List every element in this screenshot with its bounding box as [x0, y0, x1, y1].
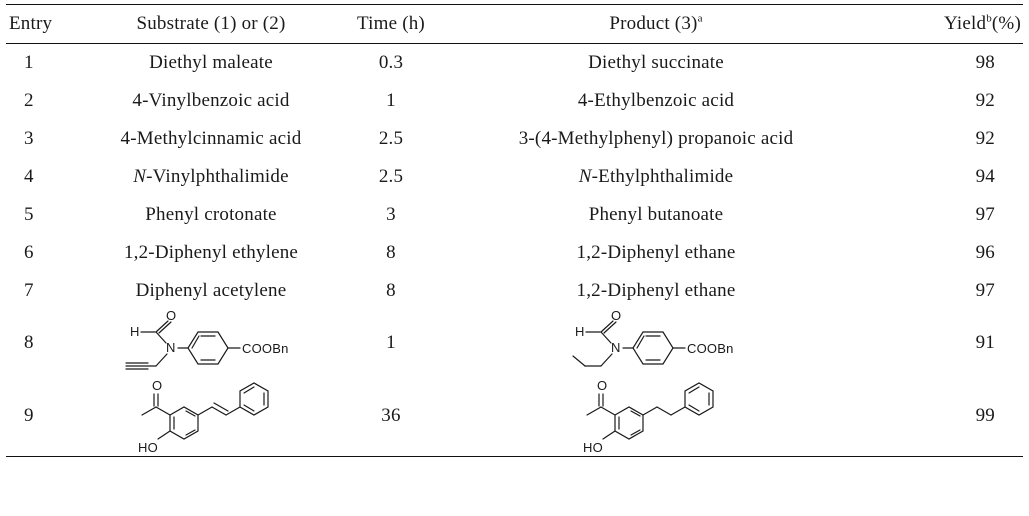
substrate-cell: O HO: [86, 376, 336, 457]
entry-cell: 6: [24, 242, 34, 263]
yield-cell: 96: [975, 242, 995, 263]
substrate-cell: 1,2-Diphenyl ethylene: [123, 242, 299, 263]
entry-cell: 2: [24, 90, 34, 111]
header-product-label: Product (3): [609, 13, 698, 34]
time-cell: 2.5: [378, 128, 404, 149]
time-cell: 8: [386, 242, 396, 263]
table-row: 1 Diethyl maleate 0.3 Diethyl succinate …: [6, 44, 1023, 83]
nitrogen-label: N: [166, 340, 176, 355]
header-yield-unit: (%): [991, 13, 1021, 34]
product-cell: Diethyl succinate: [588, 52, 724, 73]
hydroxyl-label: HO: [583, 440, 603, 455]
table-row: 4 N-Vinylphthalimide 2.5 N-Ethylphthalim…: [6, 158, 1023, 196]
entry-cell: 8: [24, 332, 34, 353]
substrate-cell: N-Vinylphthalimide: [86, 158, 336, 196]
yield-cell: 97: [975, 280, 995, 301]
nitrogen-label: N: [611, 340, 621, 355]
yield-cell: 97: [975, 204, 995, 225]
substrate-italic-prefix: N: [133, 166, 147, 187]
header-yield-label: Yield: [944, 13, 987, 34]
yield-cell: 92: [975, 90, 995, 111]
yield-cell: 94: [975, 166, 995, 187]
time-cell: 8: [386, 280, 396, 301]
time-cell: 0.3: [378, 52, 404, 73]
substrate-cell: 4-Methylcinnamic acid: [120, 128, 302, 149]
oxygen-label: O: [597, 378, 607, 393]
header-time: Time (h): [336, 4, 446, 44]
header-entry: Entry: [6, 4, 86, 44]
yield-cell: 91: [975, 332, 995, 353]
header-row: Entry Substrate (1) or (2) Time (h) Prod…: [6, 4, 1023, 44]
header-product: Product (3)a: [446, 4, 866, 44]
alkyne-formamide-structure: H O N COOBn: [125, 308, 289, 370]
hydrogen-label: H: [575, 324, 585, 339]
entry-cell: 4: [24, 166, 34, 187]
table-row: 8 H O N: [6, 308, 1023, 376]
entry-cell: 1: [24, 52, 34, 73]
entry-cell: 9: [6, 376, 86, 457]
table-row: 2 4-Vinylbenzoic acid 1 4-Ethylbenzoic a…: [6, 82, 1023, 120]
product-cell: 3-(4-Methylphenyl) propanoic acid: [518, 128, 794, 149]
product-cell: 4-Ethylbenzoic acid: [577, 90, 735, 111]
oxygen-label: O: [152, 378, 162, 393]
header-yield-footnote: b: [986, 12, 992, 25]
oxygen-label: O: [166, 308, 176, 323]
substrate-cell: Phenyl crotonate: [145, 204, 277, 225]
hydroxyacetophenone-bibenzyl-structure: O HO: [583, 378, 714, 455]
yield-cell: 99: [866, 376, 1023, 457]
substrate-cell: 4-Vinylbenzoic acid: [132, 90, 290, 111]
yield-cell: 98: [975, 52, 995, 73]
propyl-formamide-structure: H O N COOBn: [572, 308, 734, 367]
time-cell: 1: [386, 90, 396, 111]
ester-label: COOBn: [242, 341, 289, 356]
hydroxyacetophenone-stilbene-structure: O HO: [138, 378, 269, 455]
product-italic-prefix: N: [578, 166, 592, 187]
hydrogen-label: H: [130, 324, 140, 339]
entry-cell: 7: [24, 280, 34, 301]
time-cell: 2.5: [378, 166, 404, 187]
product-cell: 1,2-Diphenyl ethane: [576, 280, 736, 301]
table-row: 9 O HO: [6, 376, 1023, 457]
product-cell: Phenyl butanoate: [588, 204, 724, 225]
time-cell: 1: [386, 332, 396, 353]
hydroxyl-label: HO: [138, 440, 158, 455]
substrate-cell: Diethyl maleate: [149, 52, 273, 73]
header-product-footnote: a: [697, 12, 703, 25]
table-row: 3 4-Methylcinnamic acid 2.5 3-(4-Methylp…: [6, 120, 1023, 158]
ester-label: COOBn: [687, 341, 734, 356]
table-row: 5 Phenyl crotonate 3 Phenyl butanoate 97: [6, 196, 1023, 234]
table-row: 6 1,2-Diphenyl ethylene 8 1,2-Diphenyl e…: [6, 234, 1023, 272]
header-yield: Yieldb(%): [866, 4, 1023, 44]
table-row: 7 Diphenyl acetylene 8 1,2-Diphenyl etha…: [6, 272, 1023, 310]
entry-cell: 5: [24, 204, 34, 225]
time-cell: 3: [386, 204, 396, 225]
time-cell: 36: [336, 376, 446, 457]
header-substrate: Substrate (1) or (2): [86, 4, 336, 44]
results-table: Entry Substrate (1) or (2) Time (h) Prod…: [6, 4, 1023, 457]
entry-cell: 3: [24, 128, 34, 149]
product-cell: O HO: [446, 376, 866, 457]
substrate-cell: Diphenyl acetylene: [135, 280, 287, 301]
substrate-cell: H O N COOBn: [86, 308, 336, 376]
substrate-name: -Vinylphthalimide: [146, 166, 289, 187]
product-cell: N-Ethylphthalimide: [446, 158, 866, 196]
product-cell: 1,2-Diphenyl ethane: [576, 242, 736, 263]
yield-cell: 92: [975, 128, 995, 149]
oxygen-label: O: [611, 308, 621, 323]
product-name: -Ethylphthalimide: [591, 166, 734, 187]
product-cell: H O N COOBn: [446, 308, 866, 376]
